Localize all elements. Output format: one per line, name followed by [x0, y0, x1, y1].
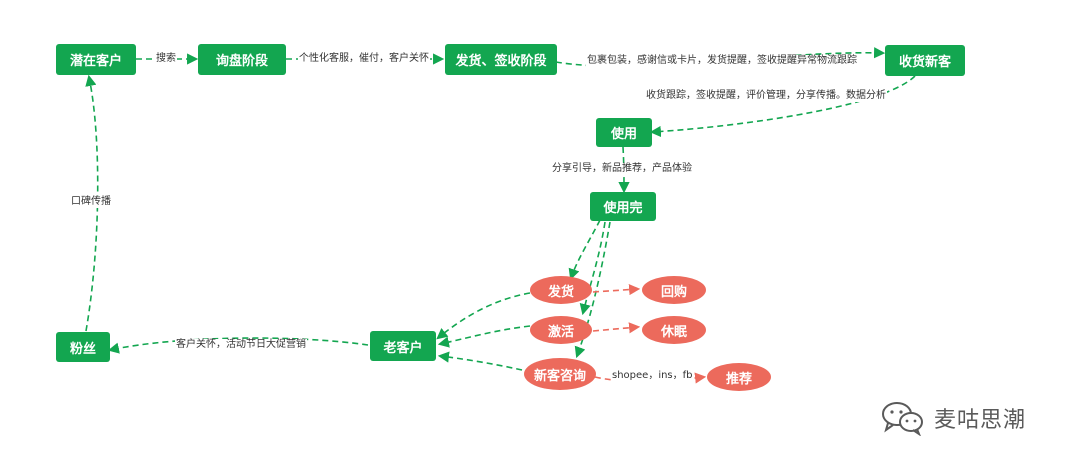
node-old-customer: 老客户: [370, 331, 436, 361]
edge-activate-dormant: [592, 322, 641, 334]
edge-shipping-receive: [555, 47, 886, 67]
edge-label-share: 分享引导，新品推荐，产品体验: [551, 163, 693, 175]
watermark: 麦咕思潮: [880, 400, 1026, 436]
edge-ship-repurchase: [592, 284, 641, 296]
edge-label-word-of-mouth: 口碑传播: [70, 196, 112, 208]
edge-receive-use: [649, 75, 916, 138]
edge-usedup-newinquiry: [574, 221, 611, 359]
node-fans: 粉丝: [56, 332, 110, 362]
edge-usedup-activate: [579, 221, 606, 316]
edge-ship-old: [436, 292, 531, 340]
node-repurchase: 回购: [642, 276, 706, 304]
node-receive-new-customer: 收货新客: [885, 45, 965, 76]
edge-label-tracking: 收货跟踪，签收提醒，评价管理，分享传播。数据分析: [645, 90, 887, 102]
edge-label-social: shopee，ins，fb: [611, 370, 694, 382]
watermark-text: 麦咕思潮: [934, 408, 1027, 433]
edge-newinquiry-old: [437, 351, 523, 371]
edge-label-care: 客户关怀，活动节日大促营销: [175, 339, 307, 351]
node-ship: 发货: [530, 276, 592, 304]
node-potential-customer: 潜在客户: [56, 44, 136, 75]
node-inquiry-stage: 询盘阶段: [198, 44, 286, 75]
node-use: 使用: [596, 118, 652, 147]
edge-label-search: 搜索: [155, 53, 177, 65]
edge-label-service: 个性化客服，催付，客户关怀: [298, 53, 430, 65]
edge-label-packaging: 包裹包装，感谢信或卡片，发货提醒，签收提醒异常物流跟踪: [586, 55, 858, 67]
node-used-up: 使用完: [590, 192, 656, 221]
node-activate: 激活: [530, 316, 592, 344]
node-dormant: 休眠: [642, 316, 706, 344]
wechat-icon: [882, 402, 923, 436]
edge-activate-old: [437, 325, 531, 348]
node-recommend: 推荐: [707, 363, 771, 391]
node-shipping-sign-stage: 发货、签收阶段: [445, 44, 557, 75]
node-new-inquiry: 新客咨询: [524, 358, 596, 390]
edge-usedup-ship: [568, 219, 601, 281]
